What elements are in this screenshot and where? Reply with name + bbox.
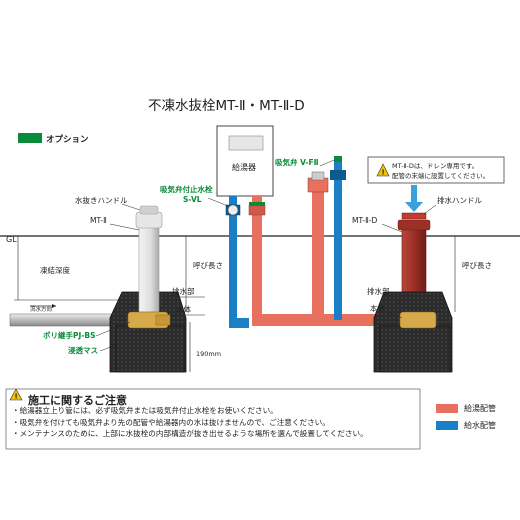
page-title: 不凍水抜栓MT-Ⅱ・MT-Ⅱ-D [148,98,305,114]
callout-box [367,156,505,184]
left-box-base [115,325,185,373]
depth-190-label: 190mm [196,350,221,358]
intake-valve-attached-icon [227,204,239,216]
frost-depth-label: 凍結深度 [40,265,70,275]
nominal-length-right-label: 呼び長さ [462,260,492,270]
notice-list: ・給湯器立上り管には、必ず吸気弁または吸気弁付止水栓をお使いください。 ・吸気弁… [12,405,368,440]
hot-pipe-horizontal [252,314,402,326]
cold-pipe-horizontal [229,318,249,328]
adapter-label: ポリ継手PJ-BS [43,330,96,340]
notice-item: ・吸気弁を付けても吸気弁より先の配管や給湯器内の水は抜けませんので、ご注意くださ… [12,417,330,427]
flow-direction-label: 流水方向 [30,305,52,313]
notice-item: ・メンテナンスのために、上部に水抜栓の内部構造が抜き出せるような場所を選んで設置… [12,429,368,438]
drain-knob-left [139,205,159,215]
svg-text:!: ! [382,169,385,177]
notice-item: ・給湯器立上り管には、必ず吸気弁または吸気弁付止水栓をお使いください。 [12,406,278,415]
intake-valve-attached-label-2: S-VL [183,195,202,204]
drain-part-left-label: 排水部 [172,286,195,296]
mt2-label: MT-Ⅱ [90,216,107,225]
notice-box [5,388,421,450]
cold-swatch [436,421,458,430]
legend-cold-label: 給水配管 [464,421,496,430]
hot-pipe-vertical-left [252,196,262,322]
legend-cold: 給水配管 [436,420,496,431]
drain-handle-right-icon [401,212,427,220]
hot-pipe-vertical-mid [312,190,324,326]
callout-line-1: MT-Ⅱ-Dは、ドレン専用です。 [392,161,478,170]
body-right-label: 本体 [370,303,385,313]
drain-handle-left-label: 水抜きハンドル [75,195,128,205]
drain-part-right-label: 排水部 [367,286,390,296]
body-left-label: 本体 [176,304,191,314]
seepage-label: 浸透マス [68,345,98,355]
nominal-length-left-label: 呼び長さ [193,260,223,270]
hot-swatch [436,404,458,413]
intake-valve-attached-label-1: 吸気弁付止水栓 [160,184,213,194]
intake-valve-label: 吸気弁 V-FⅡ [275,157,319,167]
mt2-column [138,221,160,313]
water-heater-label: 給湯器 [232,162,256,172]
mt2-cap [135,211,163,229]
svg-text:!: ! [15,393,18,401]
callout-arrow [405,185,423,212]
legend-hot: 給湯配管 [436,403,496,414]
option-legend-label: オプション [46,134,89,145]
cold-pipe-vertical-right [334,160,342,320]
right-brass-body [399,311,437,329]
notice-warning-icon [9,388,23,401]
cold-pipe-vertical [229,196,237,326]
legend-hot-label: 給湯配管 [464,404,496,413]
drain-handle-right-label: 排水ハンドル [437,195,482,205]
gl-label: GL [6,235,17,244]
callout-line-2: 配管の末端に設置してください。 [392,171,489,180]
mt2d-label: MT-Ⅱ-D [352,216,377,225]
option-swatch [18,133,42,143]
notice-title: 施工に関するご注意 [28,394,127,407]
warning-icon [376,163,390,177]
